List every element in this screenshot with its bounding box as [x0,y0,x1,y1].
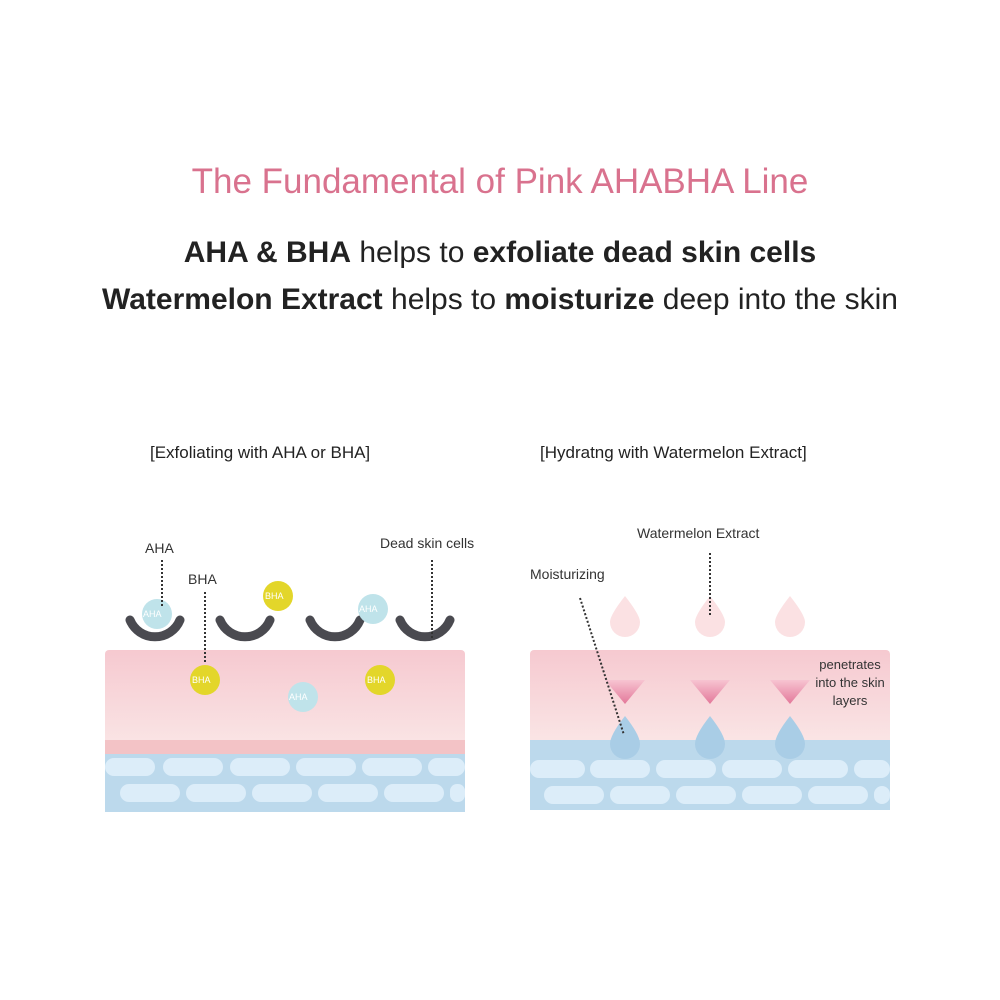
bubble-text: AHA [143,609,162,619]
label-dead-skin-cells: Dead skin cells [380,535,475,551]
right-heading: [Hydratng with Watermelon Extract] [540,443,807,462]
label-aha: AHA [145,540,174,556]
bha-molecules [190,581,395,695]
text: helps to [382,283,505,316]
subtitle-line-2: Watermelon Extract helps to moisturize d… [0,283,1000,317]
bubble-text: AHA [289,692,308,702]
text: deep into the skin [654,283,898,316]
left-skin [105,650,465,812]
label-penetrates: penetrates into the skin layers [805,656,895,710]
page-title: The Fundamental of Pink AHABHA Line [191,162,809,201]
bubble-text: BHA [192,675,211,685]
bubble-text: AHA [359,604,378,614]
emph: exfoliate dead skin cells [472,236,817,269]
moisture-drops [610,716,805,759]
text: layers [832,693,868,708]
dead-skin-cups [125,615,455,642]
text: helps to [350,236,473,269]
label-watermelon-extract: Watermelon Extract [637,525,760,541]
label-moisturizing: Moisturizing [530,566,605,582]
left-heading: [Exfoliating with AHA or BHA] [150,443,371,462]
emph: AHA & BHA [183,236,351,269]
down-arrows [605,680,810,704]
text: into the skin [815,675,885,690]
subtitle-line-1: AHA & BHA helps to exfoliate dead skin c… [0,236,1000,270]
text: penetrates [819,657,881,672]
emph: Watermelon Extract [102,283,383,316]
emph: moisturize [504,283,655,316]
bubble-text: BHA [265,591,284,601]
aha-molecules [142,594,388,712]
label-bha: BHA [188,571,217,587]
watermelon-drops [610,596,805,637]
bubble-text: BHA [367,675,386,685]
left-pointers [161,560,433,664]
